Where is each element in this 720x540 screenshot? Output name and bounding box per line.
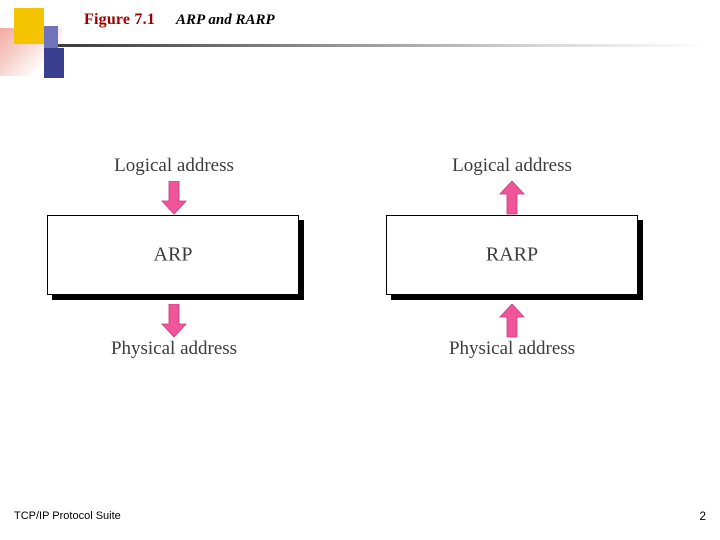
arp-bottom-arrow-down-icon <box>161 304 187 338</box>
arp-physical-address-label: Physical address <box>110 338 238 359</box>
arp-box-label: ARP <box>153 243 193 266</box>
rarp-box: RARP <box>386 215 638 295</box>
rarp-top-arrow-up-icon <box>499 181 525 215</box>
arp-box: ARP <box>47 215 299 295</box>
rarp-bottom-arrow-up-icon <box>499 304 525 338</box>
footer-page-number: 2 <box>699 509 706 523</box>
rarp-physical-address-label: Physical address <box>448 338 576 359</box>
arp-top-arrow-down-icon <box>161 181 187 215</box>
arp-logical-address-label: Logical address <box>114 155 234 176</box>
rarp-box-label: RARP <box>485 243 539 266</box>
header-blue-square <box>44 48 64 78</box>
rarp-logical-address-label: Logical address <box>452 155 572 176</box>
figure-label: Figure 7.1 <box>84 11 156 28</box>
header-divider <box>58 44 710 47</box>
figure-title: ARP and RARP <box>176 12 275 28</box>
footer-source: TCP/IP Protocol Suite <box>14 510 121 522</box>
header-yellow-square <box>14 8 44 44</box>
